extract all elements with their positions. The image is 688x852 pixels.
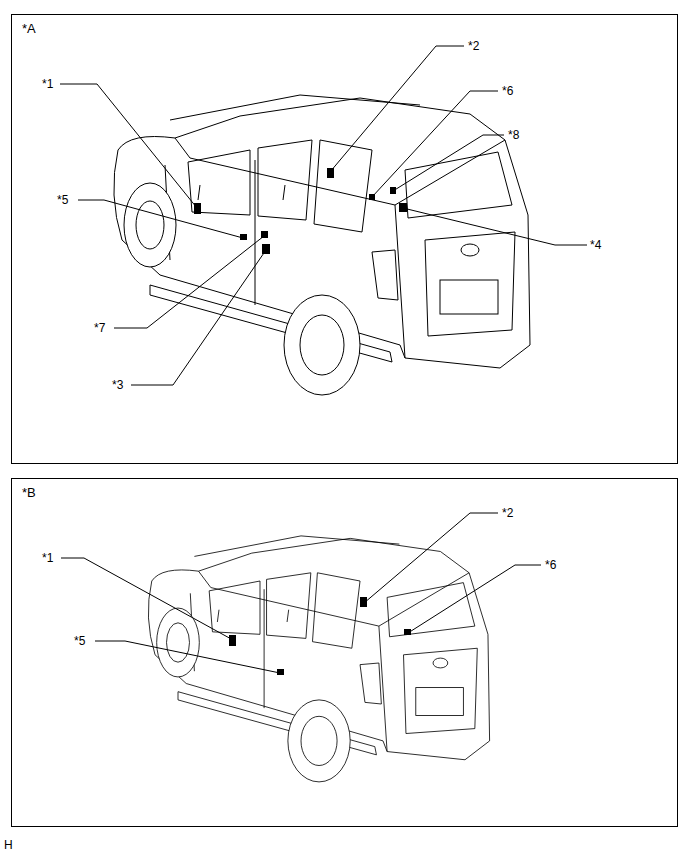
- callout-number: *6: [502, 84, 513, 98]
- callout-number: *4: [590, 238, 601, 252]
- callout-number: *2: [502, 506, 513, 520]
- view-letter: *B: [22, 485, 36, 500]
- leader-lines: [60, 46, 587, 673]
- part-markers: [194, 168, 411, 675]
- vehicle-a: [114, 95, 530, 395]
- vehicle-b: [148, 536, 489, 782]
- callout-number: *6: [545, 558, 556, 572]
- callout-number: *2: [468, 39, 479, 53]
- callout-number: *5: [74, 634, 85, 648]
- callout-number: *1: [42, 77, 53, 91]
- callout-number: *8: [508, 128, 519, 142]
- callout-number: *3: [112, 378, 123, 392]
- callout-number: *7: [94, 321, 105, 335]
- view-letter: *A: [22, 21, 36, 36]
- callout-number: *1: [42, 551, 53, 565]
- view-panel: *A: [11, 14, 678, 464]
- callout-number: *5: [57, 193, 68, 207]
- figure-code: H: [4, 838, 13, 852]
- view-panel: *B: [11, 478, 678, 827]
